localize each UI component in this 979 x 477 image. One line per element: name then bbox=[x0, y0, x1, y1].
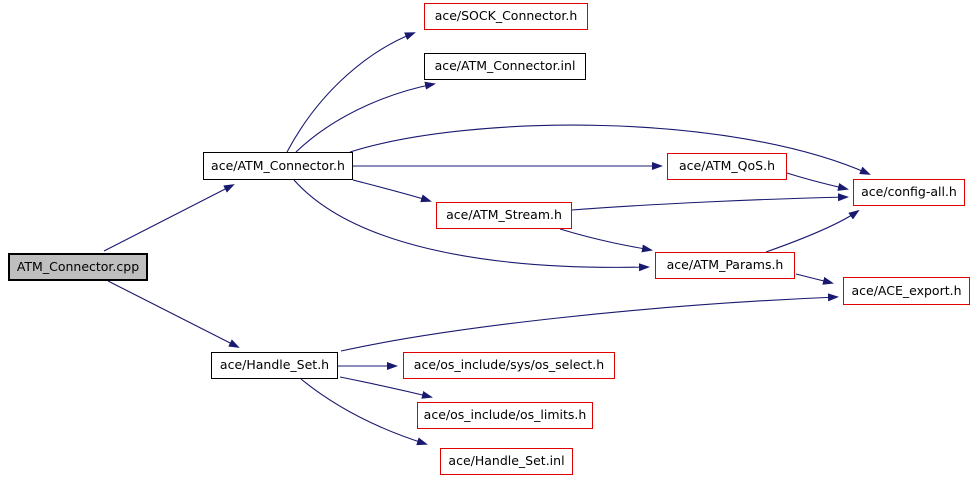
edge-atm-connector-h-to-atm-params-h bbox=[293, 179, 650, 272]
node-os-select-h[interactable]: ace/os_include/sys/os_select.h bbox=[403, 352, 615, 379]
node-atm-stream-h[interactable]: ace/ATM_Stream.h bbox=[436, 202, 572, 229]
node-os-limits-h[interactable]: ace/os_include/os_limits.h bbox=[417, 402, 593, 429]
node-config-all-h[interactable]: ace/config-all.h bbox=[853, 179, 965, 206]
edge-atm-params-h-to-config-all-h bbox=[765, 209, 860, 253]
edge-atm-connector-h-to-config-all-h bbox=[349, 124, 871, 175]
edge-atm-stream-h-to-atm-params-h bbox=[559, 228, 653, 253]
node-atm-connector-inl[interactable]: ace/ATM_Connector.inl bbox=[424, 53, 586, 80]
edge-atm-connector-h-to-atm-connector-inl bbox=[295, 81, 436, 153]
edge-atm-connector-cpp-to-handle-set-h bbox=[107, 280, 240, 348]
node-sock-connector-h[interactable]: ace/SOCK_Connector.h bbox=[424, 3, 588, 30]
edge-atm-stream-h-to-config-all-h bbox=[571, 193, 849, 211]
edge-handle-set-h-to-ace-export-h bbox=[340, 293, 839, 352]
node-atm-connector-cpp: ATM_Connector.cpp bbox=[8, 253, 148, 281]
node-atm-connector-h[interactable]: ace/ATM_Connector.h bbox=[203, 152, 353, 180]
edge-atm-params-h-to-ace-export-h bbox=[795, 273, 834, 285]
node-handle-set-inl[interactable]: ace/Handle_Set.inl bbox=[440, 448, 573, 475]
edge-atm-connector-h-to-sock-connector-h bbox=[286, 32, 416, 153]
edge-atm-connector-cpp-to-atm-connector-h bbox=[103, 184, 235, 252]
edge-handle-set-h-to-os-limits-h bbox=[339, 376, 433, 399]
node-ace-export-h[interactable]: ace/ACE_export.h bbox=[843, 277, 970, 305]
node-atm-qos-h[interactable]: ace/ATM_QoS.h bbox=[667, 153, 787, 180]
node-handle-set-h[interactable]: ace/Handle_Set.h bbox=[211, 352, 338, 379]
edge-handle-set-h-to-handle-set-inl bbox=[300, 378, 428, 446]
edge-atm-qos-h-to-config-all-h bbox=[786, 172, 849, 191]
edge-atm-connector-h-to-atm-stream-h bbox=[352, 179, 432, 203]
node-atm-params-h[interactable]: ace/ATM_Params.h bbox=[655, 252, 795, 279]
